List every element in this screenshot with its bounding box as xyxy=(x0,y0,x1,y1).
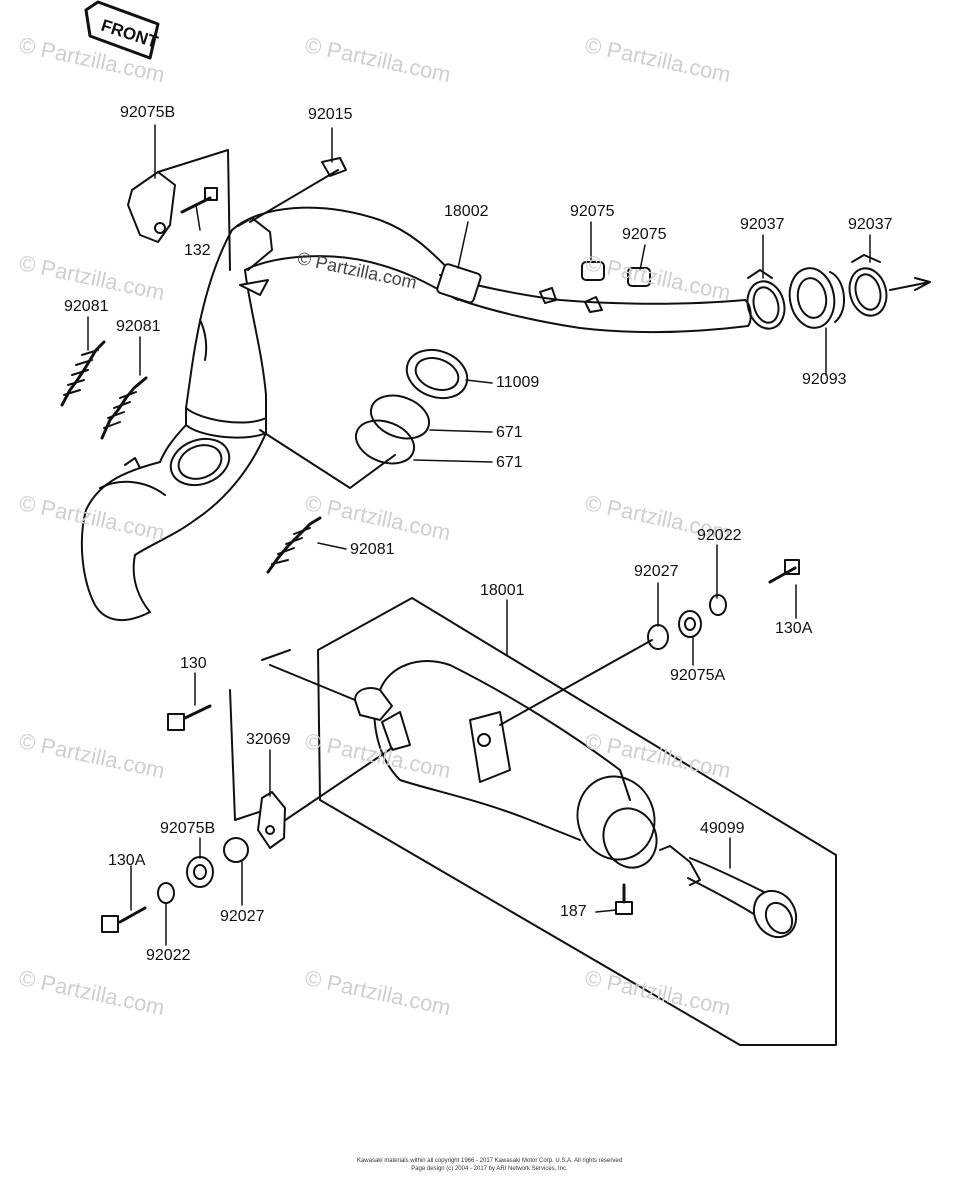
nut-92015[interactable] xyxy=(321,157,347,177)
front-arrow-icon: FRONT xyxy=(84,0,161,60)
washer-92027-bottom[interactable] xyxy=(223,837,249,863)
spring-92081-a[interactable] xyxy=(60,340,106,407)
bolt-130[interactable] xyxy=(167,704,212,731)
part-label-92022-top[interactable]: 92022 xyxy=(697,527,742,544)
grommet-92075A[interactable] xyxy=(678,610,702,638)
part-label-92027-bottom[interactable]: 92027 xyxy=(220,908,265,925)
spring-92081-b[interactable] xyxy=(100,376,148,440)
part-label-92075-a[interactable]: 92075 xyxy=(570,203,615,220)
washer-92022-bottom[interactable] xyxy=(157,882,175,904)
washer-92027-top[interactable] xyxy=(647,624,669,650)
bolt-187[interactable] xyxy=(615,883,633,915)
part-label-92075B-bottom[interactable]: 92075B xyxy=(160,820,216,837)
part-label-18002[interactable]: 18002 xyxy=(444,203,489,220)
part-label-92075-b[interactable]: 92075 xyxy=(622,226,667,243)
gasket-11009[interactable] xyxy=(400,342,474,406)
clamp-92037-left[interactable] xyxy=(742,269,789,333)
leader-lines xyxy=(87,124,871,946)
clamp-92037-right[interactable] xyxy=(844,254,891,320)
tailpipe-18002[interactable] xyxy=(436,263,752,334)
part-label-92015[interactable]: 92015 xyxy=(308,106,353,123)
part-label-130[interactable]: 130 xyxy=(180,655,207,672)
part-label-130A-top[interactable]: 130A xyxy=(775,620,813,637)
coupler-92093[interactable] xyxy=(785,265,846,332)
grommet-92075B-bottom[interactable] xyxy=(186,856,214,888)
part-label-92027-top[interactable]: 92027 xyxy=(634,563,679,580)
bolt-130A-top[interactable] xyxy=(768,559,800,584)
part-label-92037-b[interactable]: 92037 xyxy=(848,216,893,233)
tail-49099[interactable] xyxy=(659,845,804,945)
part-label-92022-bottom[interactable]: 92022 xyxy=(146,947,191,964)
muffler-18001[interactable] xyxy=(354,660,666,875)
copyright-line-2: Page design (c) 2004 - 2017 by ARI Netwo… xyxy=(411,1166,568,1172)
ring-671-b[interactable] xyxy=(350,413,420,471)
bolt-130A-bottom[interactable] xyxy=(101,906,147,933)
part-label-671-a[interactable]: 671 xyxy=(496,424,523,441)
part-label-18001[interactable]: 18001 xyxy=(480,582,525,599)
part-label-32069[interactable]: 32069 xyxy=(246,731,291,748)
nut-92075-a[interactable] xyxy=(581,261,605,281)
part-label-92075B-top[interactable]: 92075B xyxy=(120,104,176,121)
part-label-92081-b[interactable]: 92081 xyxy=(116,318,161,335)
part-label-187[interactable]: 187 xyxy=(560,903,587,920)
part-label-132[interactable]: 132 xyxy=(184,242,211,259)
muffler-outline-box xyxy=(317,597,837,1046)
part-label-671-b[interactable]: 671 xyxy=(496,454,523,471)
spring-92081-c[interactable] xyxy=(266,516,322,574)
part-label-11009[interactable]: 11009 xyxy=(496,374,540,391)
part-label-92081-a[interactable]: 92081 xyxy=(64,298,109,315)
part-label-92093[interactable]: 92093 xyxy=(802,371,847,388)
part-label-49099[interactable]: 49099 xyxy=(700,820,745,837)
copyright-line-1: Kawasaki materials within all copyright … xyxy=(356,1158,623,1164)
washer-92022-top[interactable] xyxy=(709,594,727,616)
part-label-92037-a[interactable]: 92037 xyxy=(740,216,785,233)
ring-671-a[interactable] xyxy=(365,388,435,446)
nut-92075-b[interactable] xyxy=(627,267,651,287)
part-label-130A-bottom[interactable]: 130A xyxy=(108,852,146,869)
bolt-132[interactable] xyxy=(180,187,218,214)
part-label-92081-c[interactable]: 92081 xyxy=(350,541,395,558)
part-label-92075A[interactable]: 92075A xyxy=(670,667,726,684)
bracket-92075B-top[interactable] xyxy=(127,171,176,243)
bracket-32069[interactable] xyxy=(257,791,286,849)
